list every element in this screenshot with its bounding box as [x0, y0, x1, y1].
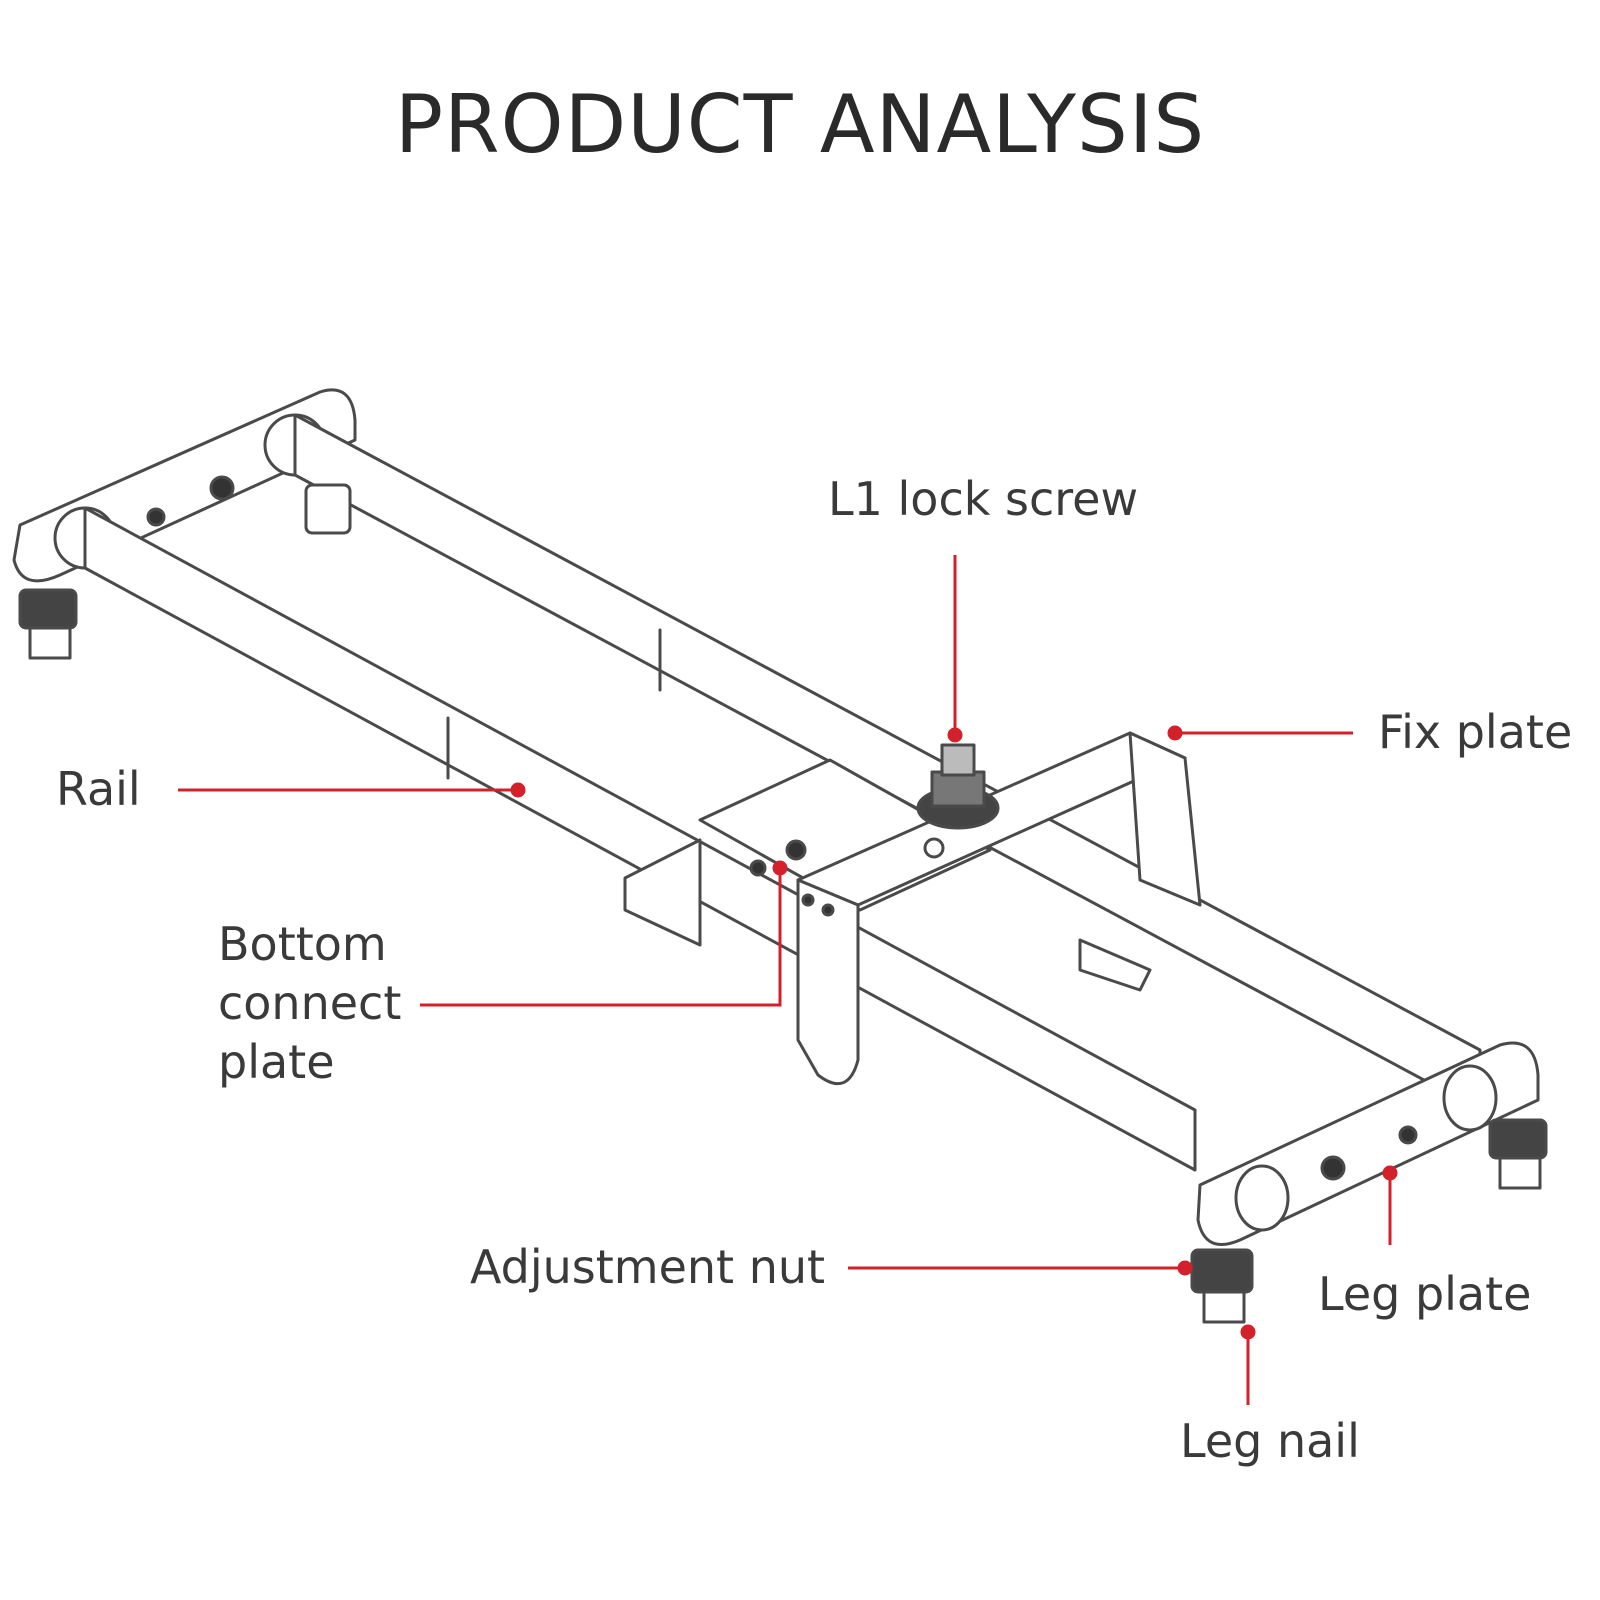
label-rail: Rail: [56, 762, 141, 816]
lock-screw-thread: [940, 743, 976, 777]
label-fix-plate: Fix plate: [1378, 705, 1573, 759]
fix-plate-right-side: [1128, 731, 1202, 907]
label-bottom-connect-plate-line2: connect: [218, 975, 402, 1030]
leader-dot-fix-plate: [1167, 725, 1183, 741]
left-plate-hole: [146, 507, 166, 527]
right-plate-screw: [1320, 1155, 1346, 1181]
leader-dot-lock-screw: [947, 727, 963, 743]
left-plate-screw: [209, 475, 235, 501]
label-lock-screw: L1 lock screw: [828, 472, 1139, 526]
leader-dot-leg-plate: [1382, 1165, 1398, 1181]
bottom-connect-flange: [623, 838, 702, 947]
bottom-plate-hole: [749, 859, 767, 877]
label-bottom-connect-plate: Bottom connect plate: [218, 915, 401, 1092]
label-leg-plate: Leg plate: [1318, 1267, 1532, 1321]
lock-screw-body: [930, 770, 986, 808]
bottom-plate-screw: [785, 839, 807, 861]
right-rail-cap-back: [1442, 1064, 1498, 1132]
right-plate-hole: [1398, 1125, 1418, 1145]
leader-bottom-plate: [420, 868, 782, 1007]
fix-plate-foot: [1078, 938, 1152, 992]
right-front-leg-adjustment-nut: [1190, 1248, 1254, 1324]
left-back-leg: [304, 483, 352, 535]
label-bottom-connect-plate-line1: Bottom: [218, 917, 387, 971]
left-front-leg: [18, 588, 78, 660]
leader-dot-leg-nail: [1240, 1324, 1256, 1340]
label-leg-nail: Leg nail: [1180, 1414, 1360, 1468]
lock-screw-ring: [923, 837, 945, 859]
leader-dot-adjustment-nut: [1177, 1260, 1193, 1276]
right-back-leg: [1488, 1118, 1548, 1190]
page-title: PRODUCT ANALYSIS: [394, 78, 1206, 171]
label-bottom-connect-plate-line3: plate: [218, 1034, 335, 1089]
fix-plate-side: [796, 878, 860, 1086]
right-rail-cap-front: [1234, 1164, 1290, 1232]
leader-dot-bottom-plate: [772, 860, 788, 876]
fix-plate-hole-a: [801, 893, 815, 907]
fix-plate-hole-b: [821, 903, 835, 917]
leader-dot-rail: [510, 782, 526, 798]
label-adjustment-nut: Adjustment nut: [470, 1240, 826, 1294]
